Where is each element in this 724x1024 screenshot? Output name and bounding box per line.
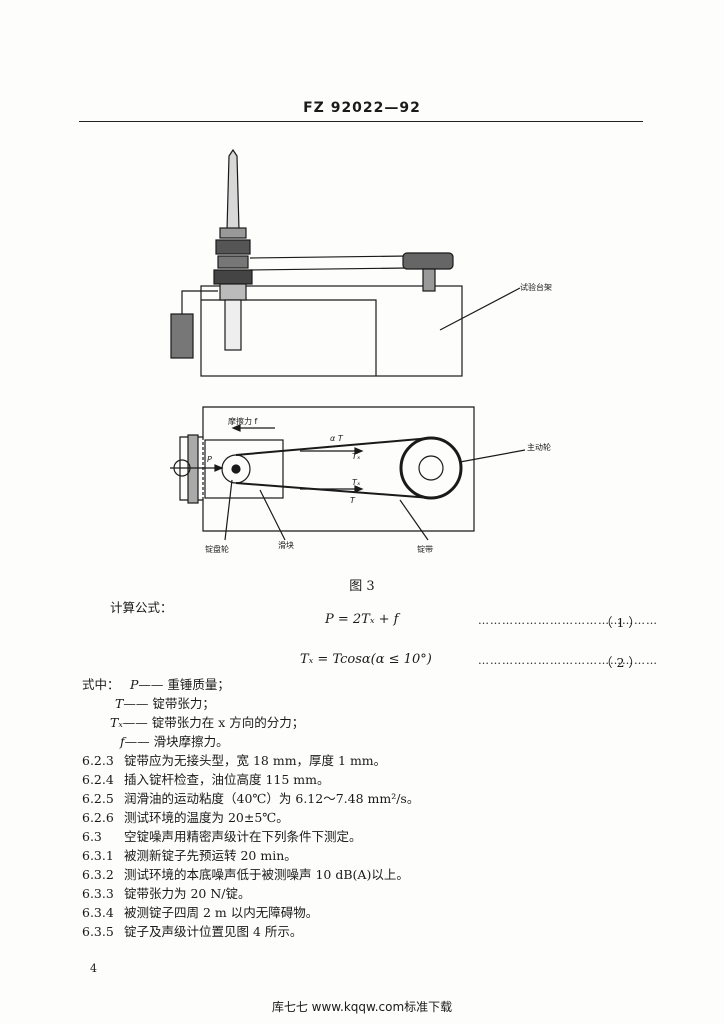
tape-plan-lower (235, 482, 432, 499)
where-desc: —— 锭带张力在 x 方向的分力； (122, 715, 305, 730)
clause-number: 6.2.6 (82, 810, 114, 825)
clause-number: 6.3.2 (82, 867, 114, 882)
label-alpha-t: α T (330, 434, 343, 443)
spindle-whorl-mid (215, 239, 251, 255)
footer-watermark: 库七七 www.kqqw.com标准下载 (271, 1000, 453, 1014)
clause-number: 6.3 (82, 829, 102, 844)
plan-frame (179, 406, 475, 532)
tape-lower (249, 267, 409, 271)
formula-1-dots: ……………………………………… (478, 614, 658, 627)
page-number: 4 (90, 962, 97, 975)
where-symbol: P (130, 677, 139, 692)
label-friction-force: 摩擦力 f (228, 417, 258, 426)
spindle-pulley-inner (231, 464, 241, 474)
label-drive-wheel: 主动轮 (527, 443, 551, 452)
clause-text: 被测新锭子先预运转 20 min。 (124, 848, 297, 863)
spindle-blade (226, 148, 240, 231)
label-tx-upper: Tₓ (352, 452, 361, 461)
drive-wheel-inner (418, 455, 444, 481)
clause: 6.3.2 测试环境的本底噪声低于被测噪声 10 dB(A)以上。 (82, 864, 409, 883)
clause-text: 被测锭子四周 2 m 以内无障碍物。 (124, 905, 319, 920)
clause-text: 测试环境的温度为 20±5℃。 (124, 810, 289, 825)
where-item-tx: Tₓ—— 锭带张力在 x 方向的分力； (110, 712, 304, 731)
leader-spindle-pulley (224, 479, 233, 541)
leader-drive-wheel (459, 449, 526, 463)
clause-number: 6.2.3 (82, 753, 114, 768)
test-bench-inner (201, 299, 377, 376)
tape-upper (249, 255, 409, 259)
where-item-p: P—— 重锤质量； (130, 674, 230, 693)
formula-2-dots: ……………………………………… (478, 654, 658, 667)
leader-test-bench (439, 287, 521, 331)
label-p: P (207, 455, 212, 464)
where-lead: 式中： (82, 677, 120, 692)
label-tx-lower: Tₓ (352, 478, 361, 487)
where-symbol: Tₓ (110, 715, 123, 730)
clause-number: 6.3.3 (82, 886, 114, 901)
label-spindle-tape: 锭带 (417, 545, 433, 554)
spindle-bolster (224, 299, 242, 351)
drive-wheel-outer (399, 436, 463, 500)
clause-text: 锭带应为无接头型，宽 18 mm，厚度 1 mm。 (124, 753, 387, 768)
where-desc: —— 滑块摩擦力。 (124, 734, 229, 749)
clause-text: 润滑油的运动粘度（40℃）为 6.12～7.48 mm²/s。 (124, 791, 420, 806)
clause: 6.3.3 锭带张力为 20 N/锭。 (82, 883, 251, 902)
leader-spindle-tape (399, 499, 429, 541)
weight (170, 313, 194, 359)
clause: 6.2.6 测试环境的温度为 20±5℃。 (82, 807, 289, 826)
label-slider: 滑块 (278, 541, 294, 550)
where-symbol: T (115, 696, 124, 711)
clause-text: 锭子及声级计位置见图 4 所示。 (124, 924, 303, 939)
label-test-bench: 试验台架 (520, 283, 552, 292)
tape-plan-upper (235, 437, 432, 456)
figure-3 (170, 148, 526, 541)
where-symbol: f (120, 734, 125, 749)
clause: 6.2.3 锭带应为无接头型，宽 18 mm，厚度 1 mm。 (82, 750, 386, 769)
clause: 6.3.4 被测锭子四周 2 m 以内无障碍物。 (82, 902, 318, 921)
spindle-whorl-top (219, 227, 247, 239)
label-t: T (350, 496, 355, 505)
drive-pulley-side (402, 252, 454, 270)
weight-cord (181, 290, 218, 314)
header-rule (79, 121, 643, 122)
where-item-t: T—— 锭带张力； (115, 693, 215, 712)
where-item-f: f—— 滑块摩擦力。 (120, 731, 229, 750)
label-spindle-pulley: 锭盘轮 (205, 545, 229, 554)
standard-code: FZ 92022—92 (303, 100, 421, 116)
clause-text: 插入锭杆检查，油位高度 115 mm。 (124, 772, 330, 787)
clause-text: 空锭噪声用精密声级计在下列条件下测定。 (124, 829, 362, 844)
slider-block (204, 439, 284, 499)
clause-text: 测试环境的本底噪声低于被测噪声 10 dB(A)以上。 (124, 867, 409, 882)
slider-guide (187, 434, 199, 504)
drive-shaft (422, 268, 436, 292)
clause: 6.2.5 润滑油的运动粘度（40℃）为 6.12～7.48 mm²/s。 (82, 788, 419, 807)
spindle-collar (219, 283, 247, 301)
clause-number: 6.2.4 (82, 772, 114, 787)
formula-1-number: （ 1 ） (600, 615, 641, 630)
test-bench-outer (200, 285, 463, 377)
where-desc: —— 锭带张力； (123, 696, 215, 711)
spindle-whorl-base (213, 269, 253, 285)
clause-text: 锭带张力为 20 N/锭。 (124, 886, 251, 901)
clause-number: 6.2.5 (82, 791, 114, 806)
clause: 6.3.1 被测新锭子先预运转 20 min。 (82, 845, 297, 864)
clause: 6.3.5 锭子及声级计位置见图 4 所示。 (82, 921, 302, 940)
formula-1: P = 2Tₓ + f (325, 612, 399, 627)
leader-slider (259, 489, 286, 541)
clause-number: 6.3.5 (82, 924, 114, 939)
clause: 6.2.4 插入锭杆检查，油位高度 115 mm。 (82, 769, 330, 788)
formula-2: Tₓ = Tcosα(α ≤ 10°) (300, 652, 432, 667)
clause-number: 6.3.4 (82, 905, 114, 920)
clause-number: 6.3.1 (82, 848, 114, 863)
figure-caption: 图 3 (349, 579, 375, 594)
spindle-whorl-low (217, 255, 249, 269)
formula-2-number: （ 2 ） (600, 655, 641, 670)
formula-intro: 计算公式： (110, 600, 173, 615)
clause: 6.3 空锭噪声用精密声级计在下列条件下测定。 (82, 826, 362, 845)
where-desc: —— 重锤质量； (138, 677, 230, 692)
